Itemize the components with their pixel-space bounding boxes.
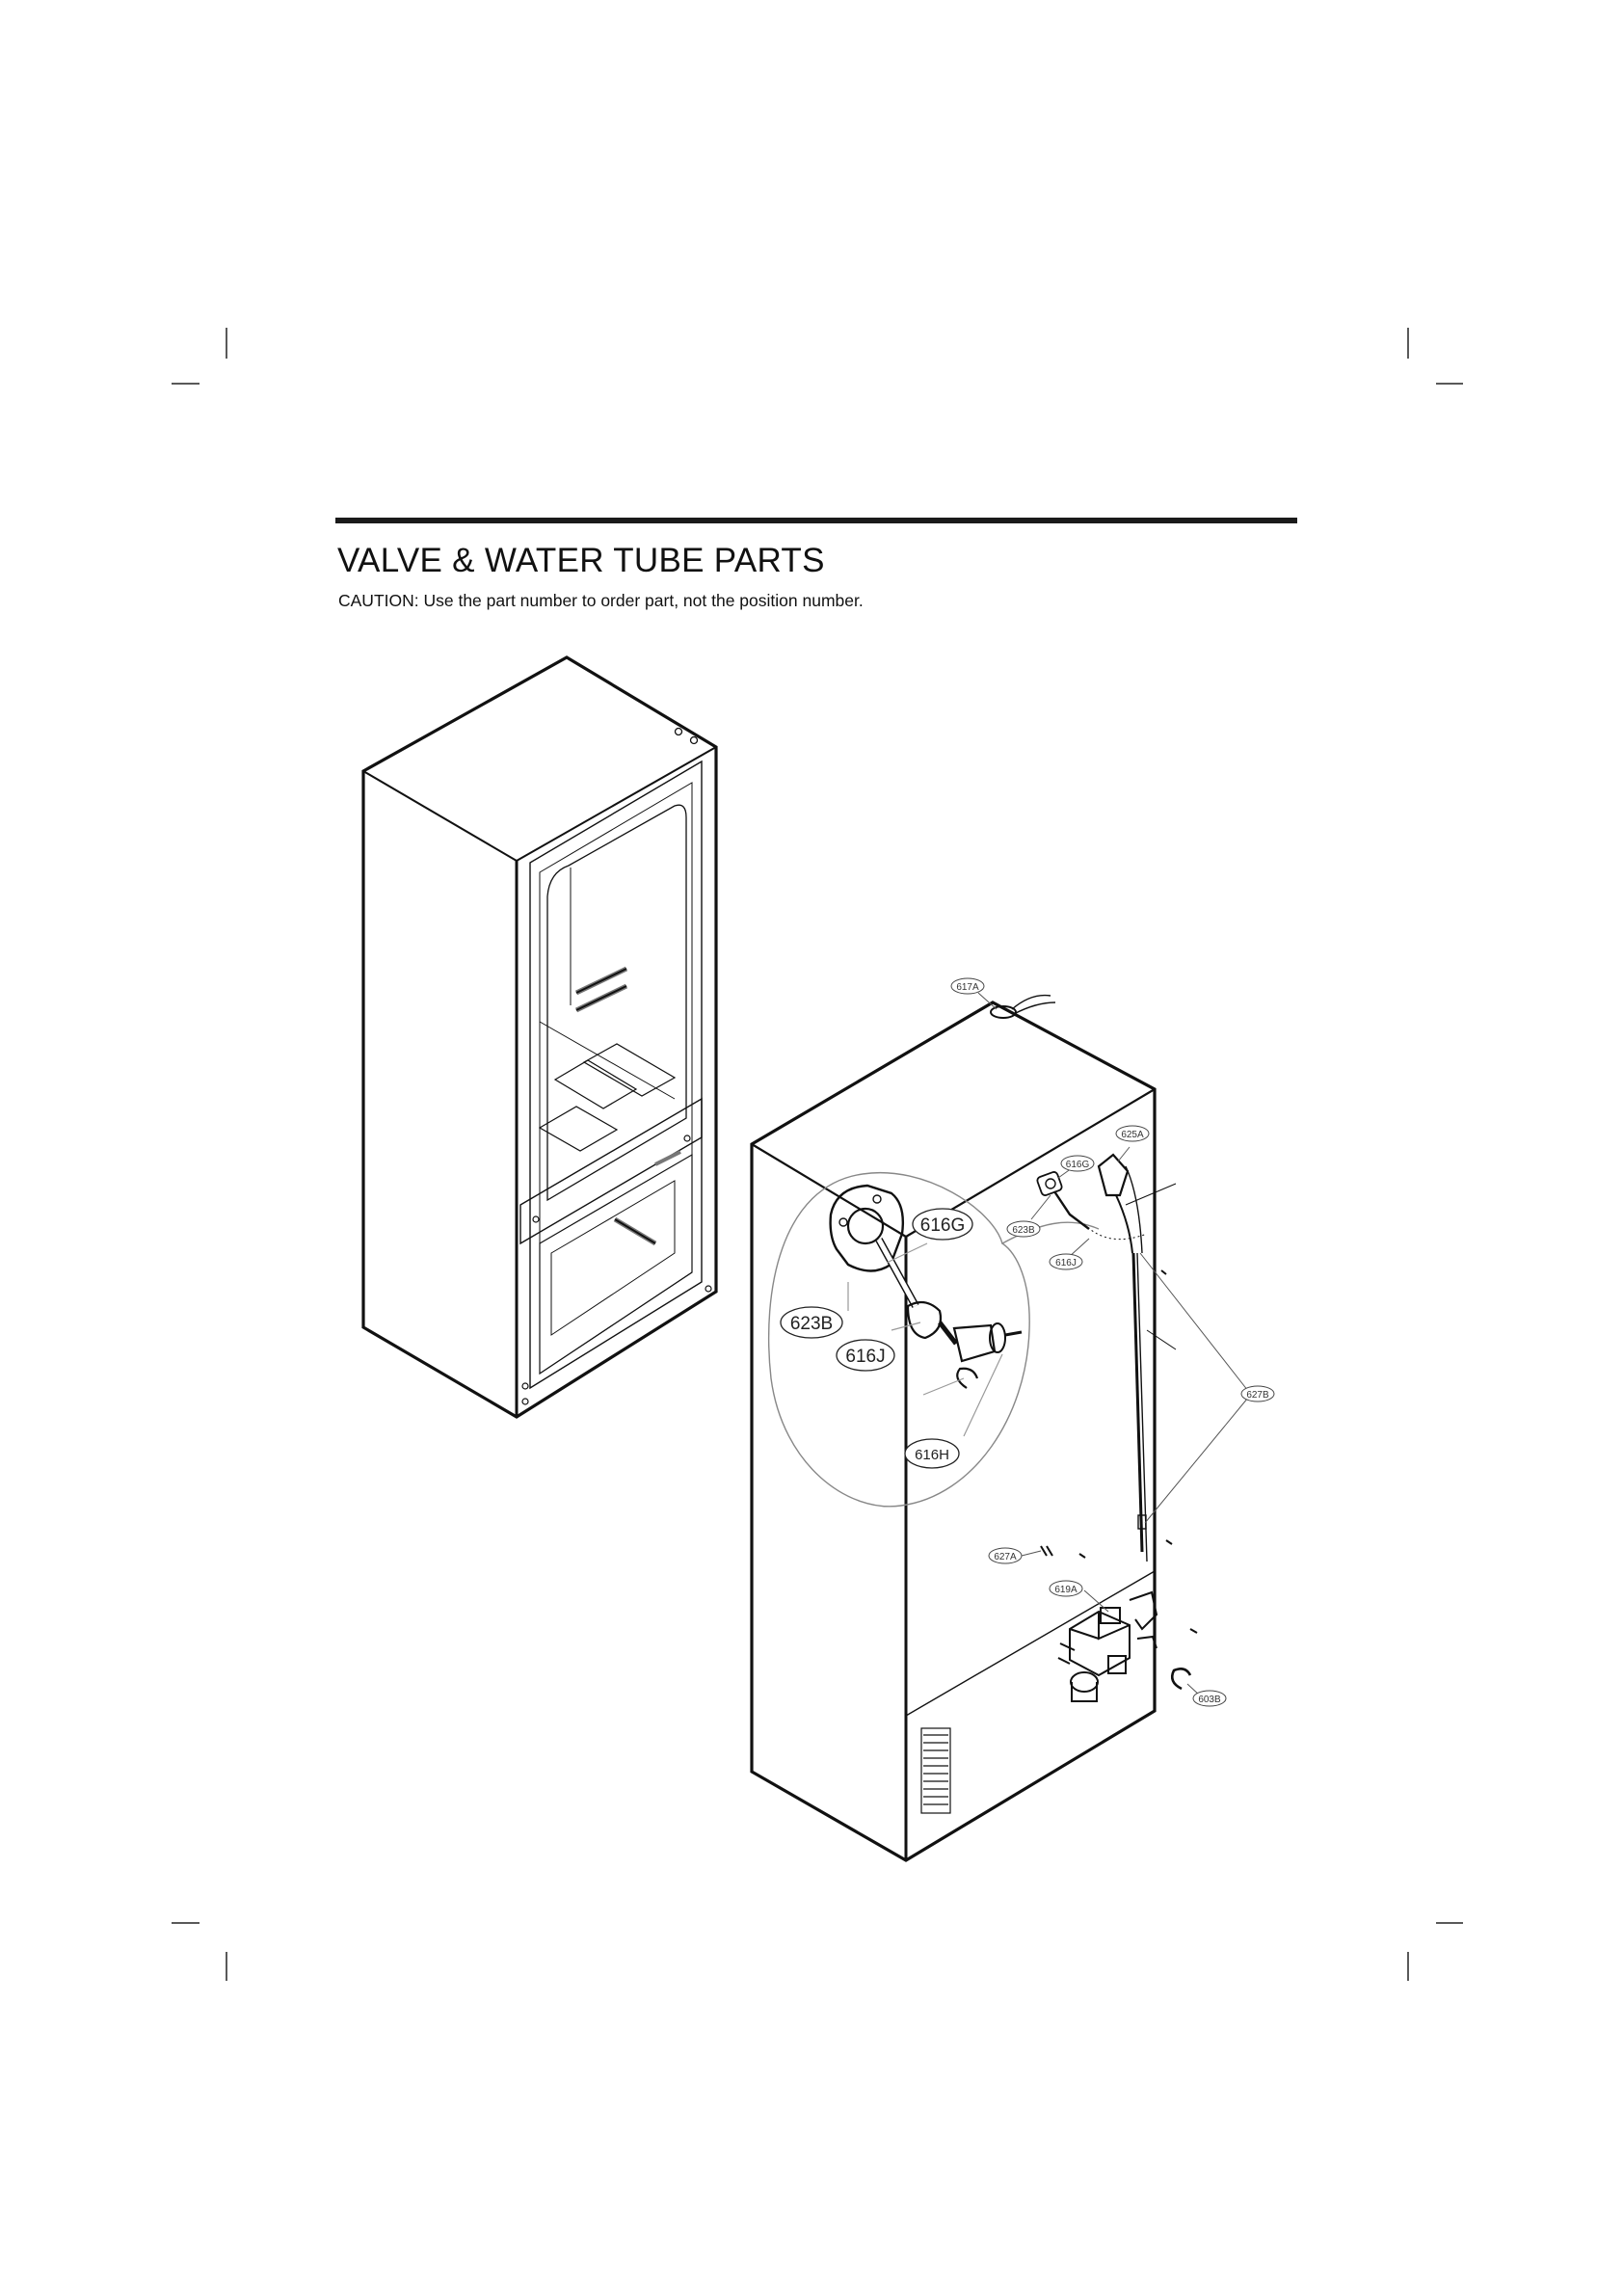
refrigerator-cabinet-rear-view [750, 1001, 1157, 1862]
callout-616G-large: 616G [912, 1208, 973, 1241]
svg-text:616J: 616J [845, 1347, 885, 1367]
svg-text:625A: 625A [1121, 1130, 1144, 1140]
callout-627B: 627B [1240, 1385, 1275, 1402]
callout-623B-large: 623B [780, 1306, 843, 1339]
callout-623B-small: 623B [1006, 1220, 1041, 1238]
refrigerator-cabinet-front-view [361, 655, 718, 1419]
water-valve-assembly [1057, 1590, 1158, 1702]
rear-parts-small [977, 992, 1249, 1702]
detail-parts-large [829, 1184, 1023, 1437]
crop-marks [172, 328, 1463, 1981]
callout-625A: 625A [1115, 1125, 1150, 1142]
callout-616J-large: 616J [836, 1339, 895, 1372]
svg-text:623B: 623B [1012, 1225, 1035, 1236]
svg-text:616H: 616H [915, 1447, 949, 1463]
svg-text:627B: 627B [1246, 1390, 1269, 1401]
callout-619A: 619A [1049, 1580, 1083, 1597]
svg-text:616J: 616J [1055, 1258, 1077, 1268]
svg-text:619A: 619A [1054, 1585, 1078, 1595]
title-rule [335, 518, 1297, 523]
callout-627A: 627A [988, 1547, 1023, 1564]
svg-text:616G: 616G [920, 1215, 965, 1236]
rear-vent-grille [920, 1727, 951, 1814]
svg-text:617A: 617A [956, 982, 979, 993]
callout-616H-large: 616H [904, 1438, 960, 1469]
callout-616G-small: 616G [1060, 1155, 1095, 1172]
callout-617A: 617A [950, 977, 985, 995]
caution-note: CAUTION: Use the part number to order pa… [338, 591, 864, 610]
page-title: VALVE & WATER TUBE PARTS [337, 542, 825, 579]
callout-603B: 603B [1192, 1690, 1227, 1707]
detail-magnifier [768, 1172, 1100, 1508]
svg-text:616G: 616G [1066, 1160, 1090, 1170]
callout-616J-small: 616J [1049, 1253, 1083, 1270]
svg-text:623B: 623B [790, 1314, 833, 1334]
svg-text:627A: 627A [994, 1552, 1017, 1562]
svg-text:603B: 603B [1198, 1695, 1221, 1705]
